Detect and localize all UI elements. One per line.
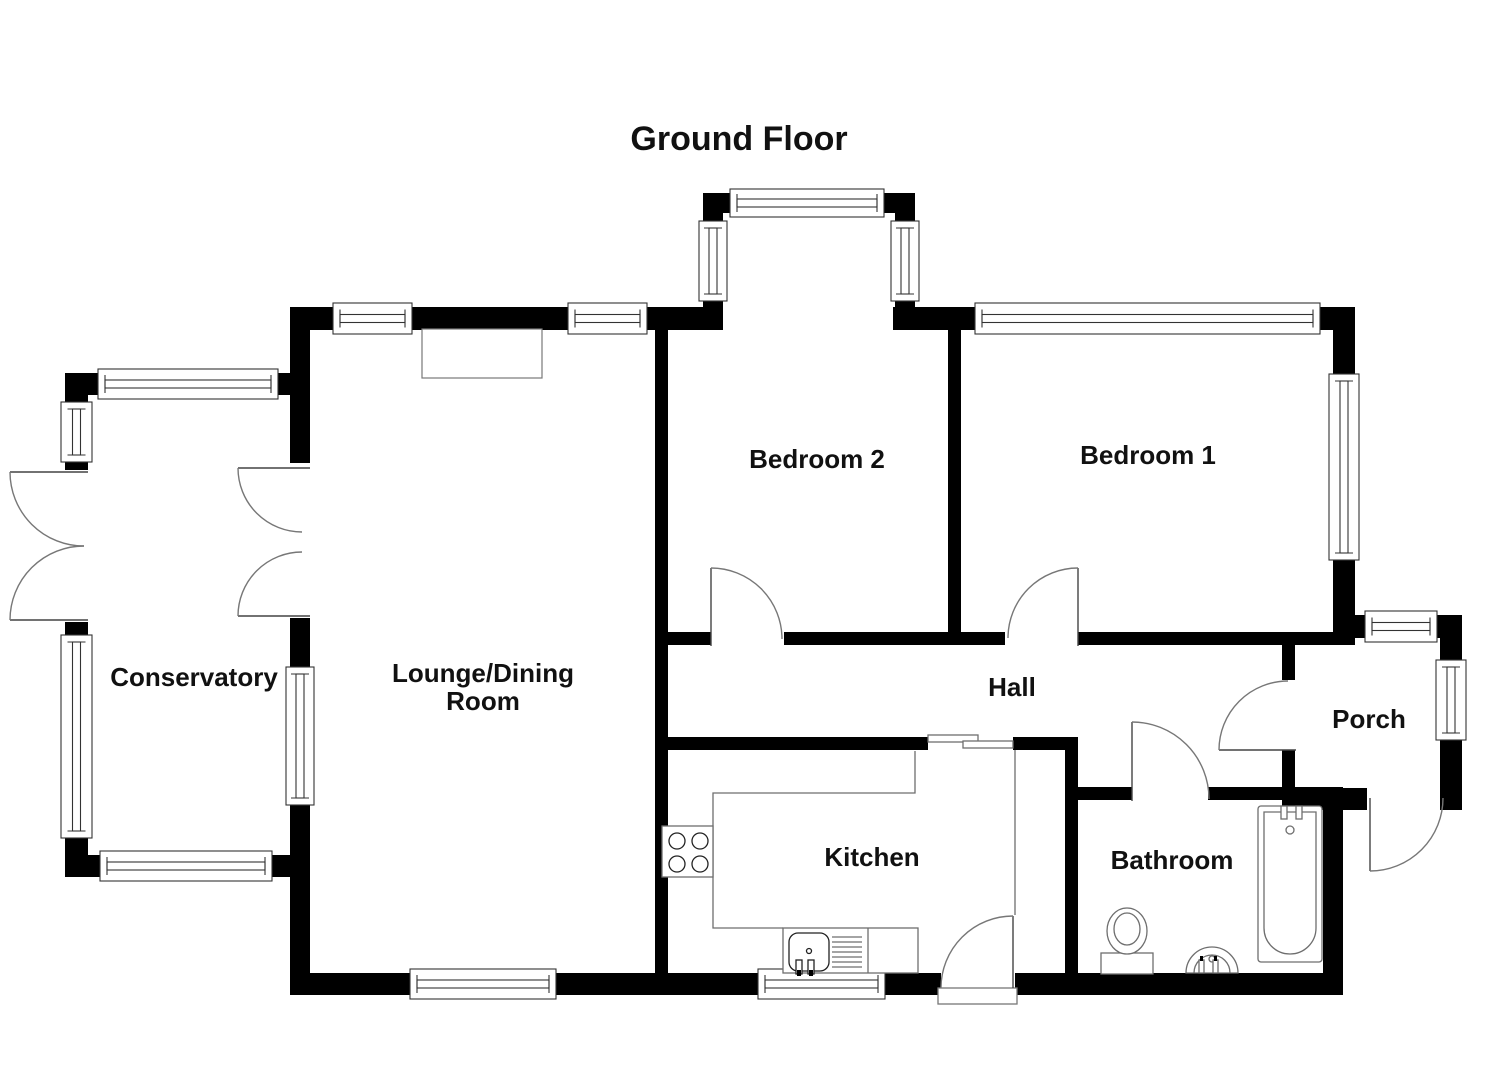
- window: [99, 850, 273, 882]
- room-label-lounge-line1: Lounge/Dining: [392, 658, 574, 688]
- wall-openings-layer: [64, 463, 1440, 996]
- window: [567, 302, 648, 335]
- window-glass: [71, 408, 82, 456]
- wall-segment: [1065, 737, 1078, 995]
- room-label-bedroom1: Bedroom 1: [1080, 440, 1216, 470]
- window: [1328, 373, 1360, 561]
- window-glass: [339, 313, 406, 324]
- bathtub: [1257, 799, 1323, 963]
- window-glass: [416, 979, 550, 989]
- toilet: [1100, 907, 1154, 975]
- room-label-lounge-line2: Room: [446, 686, 520, 716]
- window-glass: [71, 641, 82, 832]
- window: [97, 368, 279, 400]
- window: [285, 666, 315, 806]
- sink-drain: [805, 947, 813, 955]
- window: [729, 188, 885, 218]
- front-door: [1369, 797, 1444, 872]
- doors-layer: [9, 467, 1444, 989]
- conservatory-lounge-french-doors: [237, 467, 310, 617]
- wall-opening: [1132, 786, 1208, 801]
- sink-drainer: [832, 936, 862, 968]
- porch-hall-door: [1218, 680, 1296, 751]
- window: [974, 302, 1321, 335]
- window: [757, 968, 886, 1000]
- kitchen-hob: [661, 825, 714, 878]
- window: [409, 968, 557, 1000]
- window: [60, 634, 93, 839]
- wall-segment: [655, 737, 1078, 750]
- window-glass: [104, 379, 272, 389]
- window-glass: [981, 313, 1314, 324]
- room-label-hall: Hall: [988, 672, 1036, 702]
- window-glass: [574, 313, 641, 324]
- window-glass: [900, 227, 910, 295]
- windows-layer: [60, 188, 1467, 1000]
- chimney-breast: [421, 328, 543, 379]
- window: [60, 401, 93, 463]
- window-glass: [1446, 666, 1456, 734]
- room-label-conservatory: Conservatory: [110, 662, 278, 692]
- wall-opening: [1367, 786, 1440, 812]
- wall-segment: [655, 307, 668, 995]
- bathroom-door: [1131, 721, 1210, 801]
- bath-tap: [1295, 805, 1303, 820]
- wall-opening: [289, 463, 311, 618]
- wall-segment: [948, 330, 961, 645]
- wash-basin: [1185, 946, 1239, 974]
- room-label-kitchen: Kitchen: [824, 842, 919, 872]
- basin-tap: [1212, 959, 1219, 974]
- bathroom-fixtures: [1100, 799, 1323, 975]
- wall-opening: [1281, 680, 1296, 750]
- wall-segment: [1323, 800, 1343, 995]
- window: [890, 220, 920, 302]
- window-glass: [295, 673, 305, 799]
- window-glass: [736, 198, 878, 208]
- bedroom2-door: [710, 567, 783, 646]
- kitchen-hall-opening-marks: [927, 734, 1014, 749]
- window: [698, 220, 728, 302]
- back-door-threshold: [937, 987, 1018, 1005]
- wall-segment: [290, 307, 310, 995]
- wall-opening: [1005, 631, 1078, 646]
- window-glass: [106, 861, 266, 871]
- conservatory-french-doors-exterior: [9, 471, 88, 621]
- room-label-bedroom2: Bedroom 2: [749, 444, 885, 474]
- window-glass: [1339, 380, 1349, 554]
- window-glass: [764, 979, 879, 989]
- window: [1435, 659, 1467, 741]
- bath-tap: [1280, 805, 1288, 820]
- window: [1364, 610, 1438, 643]
- back-door: [940, 915, 1014, 989]
- window: [332, 302, 413, 335]
- bedroom1-door: [1007, 567, 1079, 646]
- room-label-bathroom: Bathroom: [1111, 845, 1234, 875]
- room-label-porch: Porch: [1332, 704, 1406, 734]
- kitchen-sink-unit: [782, 927, 919, 976]
- kitchen-counter: [712, 751, 916, 929]
- basin-tap: [1198, 959, 1205, 974]
- window-glass: [708, 227, 718, 295]
- window-glass: [1371, 621, 1431, 632]
- labels-layer: Ground Floor Conservatory Lounge/Dining …: [110, 120, 1406, 875]
- floor-title: Ground Floor: [630, 120, 847, 158]
- wall-opening: [711, 631, 784, 646]
- kitchen-fixtures: [661, 734, 1018, 1005]
